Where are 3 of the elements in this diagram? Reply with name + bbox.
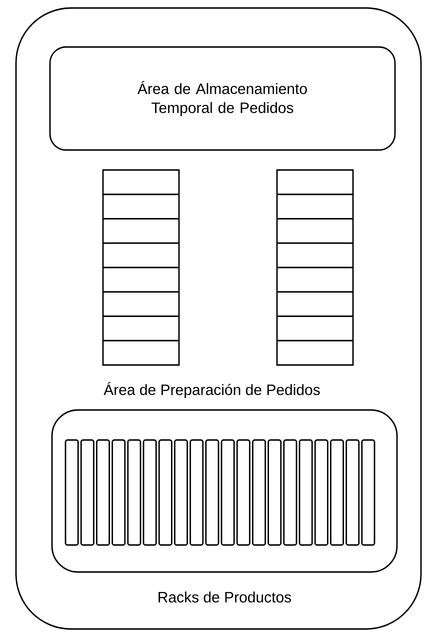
area-box: Área de Almacenamiento Temporal de Pedidos xyxy=(49,46,396,151)
area-title: Racks de Productos xyxy=(158,592,292,602)
area-frame xyxy=(15,7,422,630)
